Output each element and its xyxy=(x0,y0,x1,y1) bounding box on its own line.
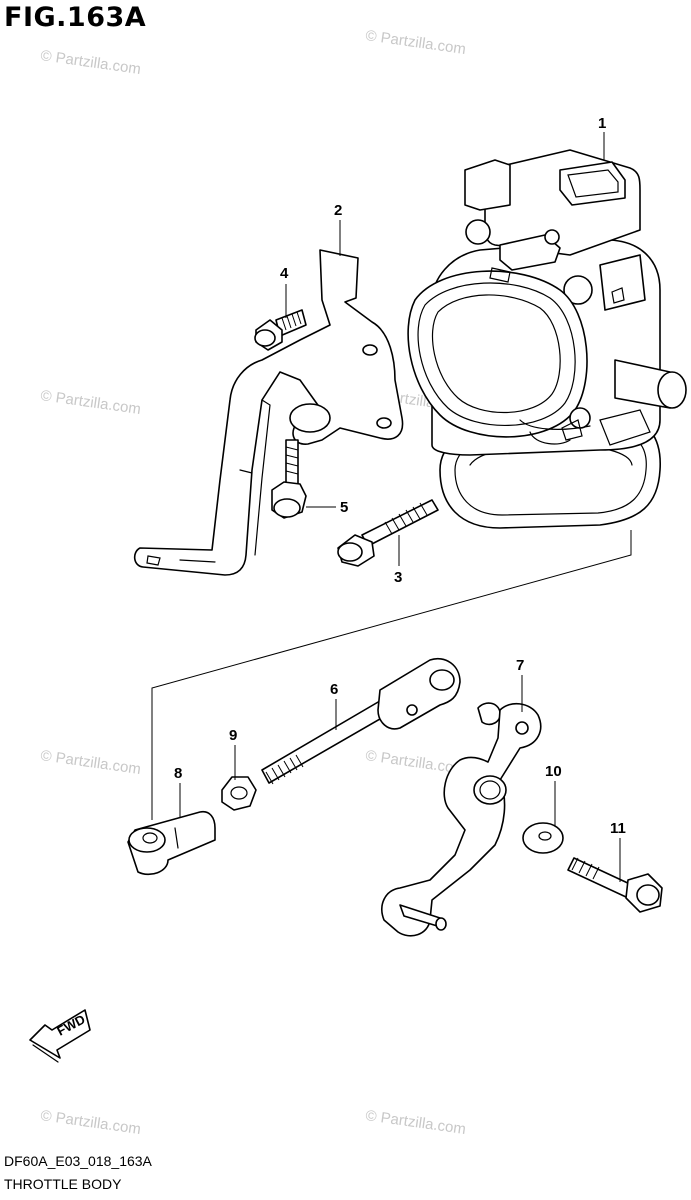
part-socket-8[interactable] xyxy=(127,810,216,876)
figure-code: DF60A_E03_018_163A xyxy=(4,1153,152,1169)
watermark: © Partzilla.com xyxy=(39,1107,141,1138)
callout-numbers: 1 2 3 4 5 6 7 8 9 10 11 xyxy=(174,115,626,837)
watermarks: © Partzilla.com © Partzilla.com © Partzi… xyxy=(39,27,467,1138)
part-rod-6[interactable] xyxy=(261,658,501,785)
watermark: © Partzilla.com xyxy=(39,747,141,778)
assembly-group-line xyxy=(151,530,632,820)
callout-5[interactable]: 5 xyxy=(340,499,348,516)
part-bolt-11[interactable] xyxy=(567,857,663,913)
part-washer-10[interactable] xyxy=(522,822,564,854)
callout-3[interactable]: 3 xyxy=(394,569,402,586)
callout-1[interactable]: 1 xyxy=(598,115,606,132)
part-nut-9[interactable] xyxy=(221,776,257,811)
watermark: © Partzilla.com xyxy=(364,1107,466,1138)
watermark: © Partzilla.com xyxy=(39,387,141,418)
part-bracket[interactable] xyxy=(133,249,404,576)
callout-4[interactable]: 4 xyxy=(280,265,289,282)
fwd-arrow-icon: FWD xyxy=(29,1009,91,1063)
callout-8[interactable]: 8 xyxy=(174,765,182,782)
leader-lines xyxy=(179,132,621,882)
part-lever-7[interactable] xyxy=(381,702,542,937)
callout-7[interactable]: 7 xyxy=(516,657,524,674)
figure-name: THROTTLE BODY xyxy=(4,1176,122,1192)
part-bolt-4[interactable] xyxy=(254,309,307,351)
watermark: © Partzilla.com xyxy=(39,47,141,78)
watermark: © Partzilla.com xyxy=(364,27,466,58)
part-throttle-body[interactable] xyxy=(407,149,687,529)
callout-2[interactable]: 2 xyxy=(334,202,342,219)
figure-title: FIG.163A xyxy=(4,2,147,33)
callout-10[interactable]: 10 xyxy=(545,763,562,780)
part-bolt-5[interactable] xyxy=(271,439,307,519)
callout-9[interactable]: 9 xyxy=(229,727,237,744)
callout-6[interactable]: 6 xyxy=(330,681,338,698)
callout-11[interactable]: 11 xyxy=(610,820,626,837)
part-bolt-3[interactable] xyxy=(337,499,439,567)
